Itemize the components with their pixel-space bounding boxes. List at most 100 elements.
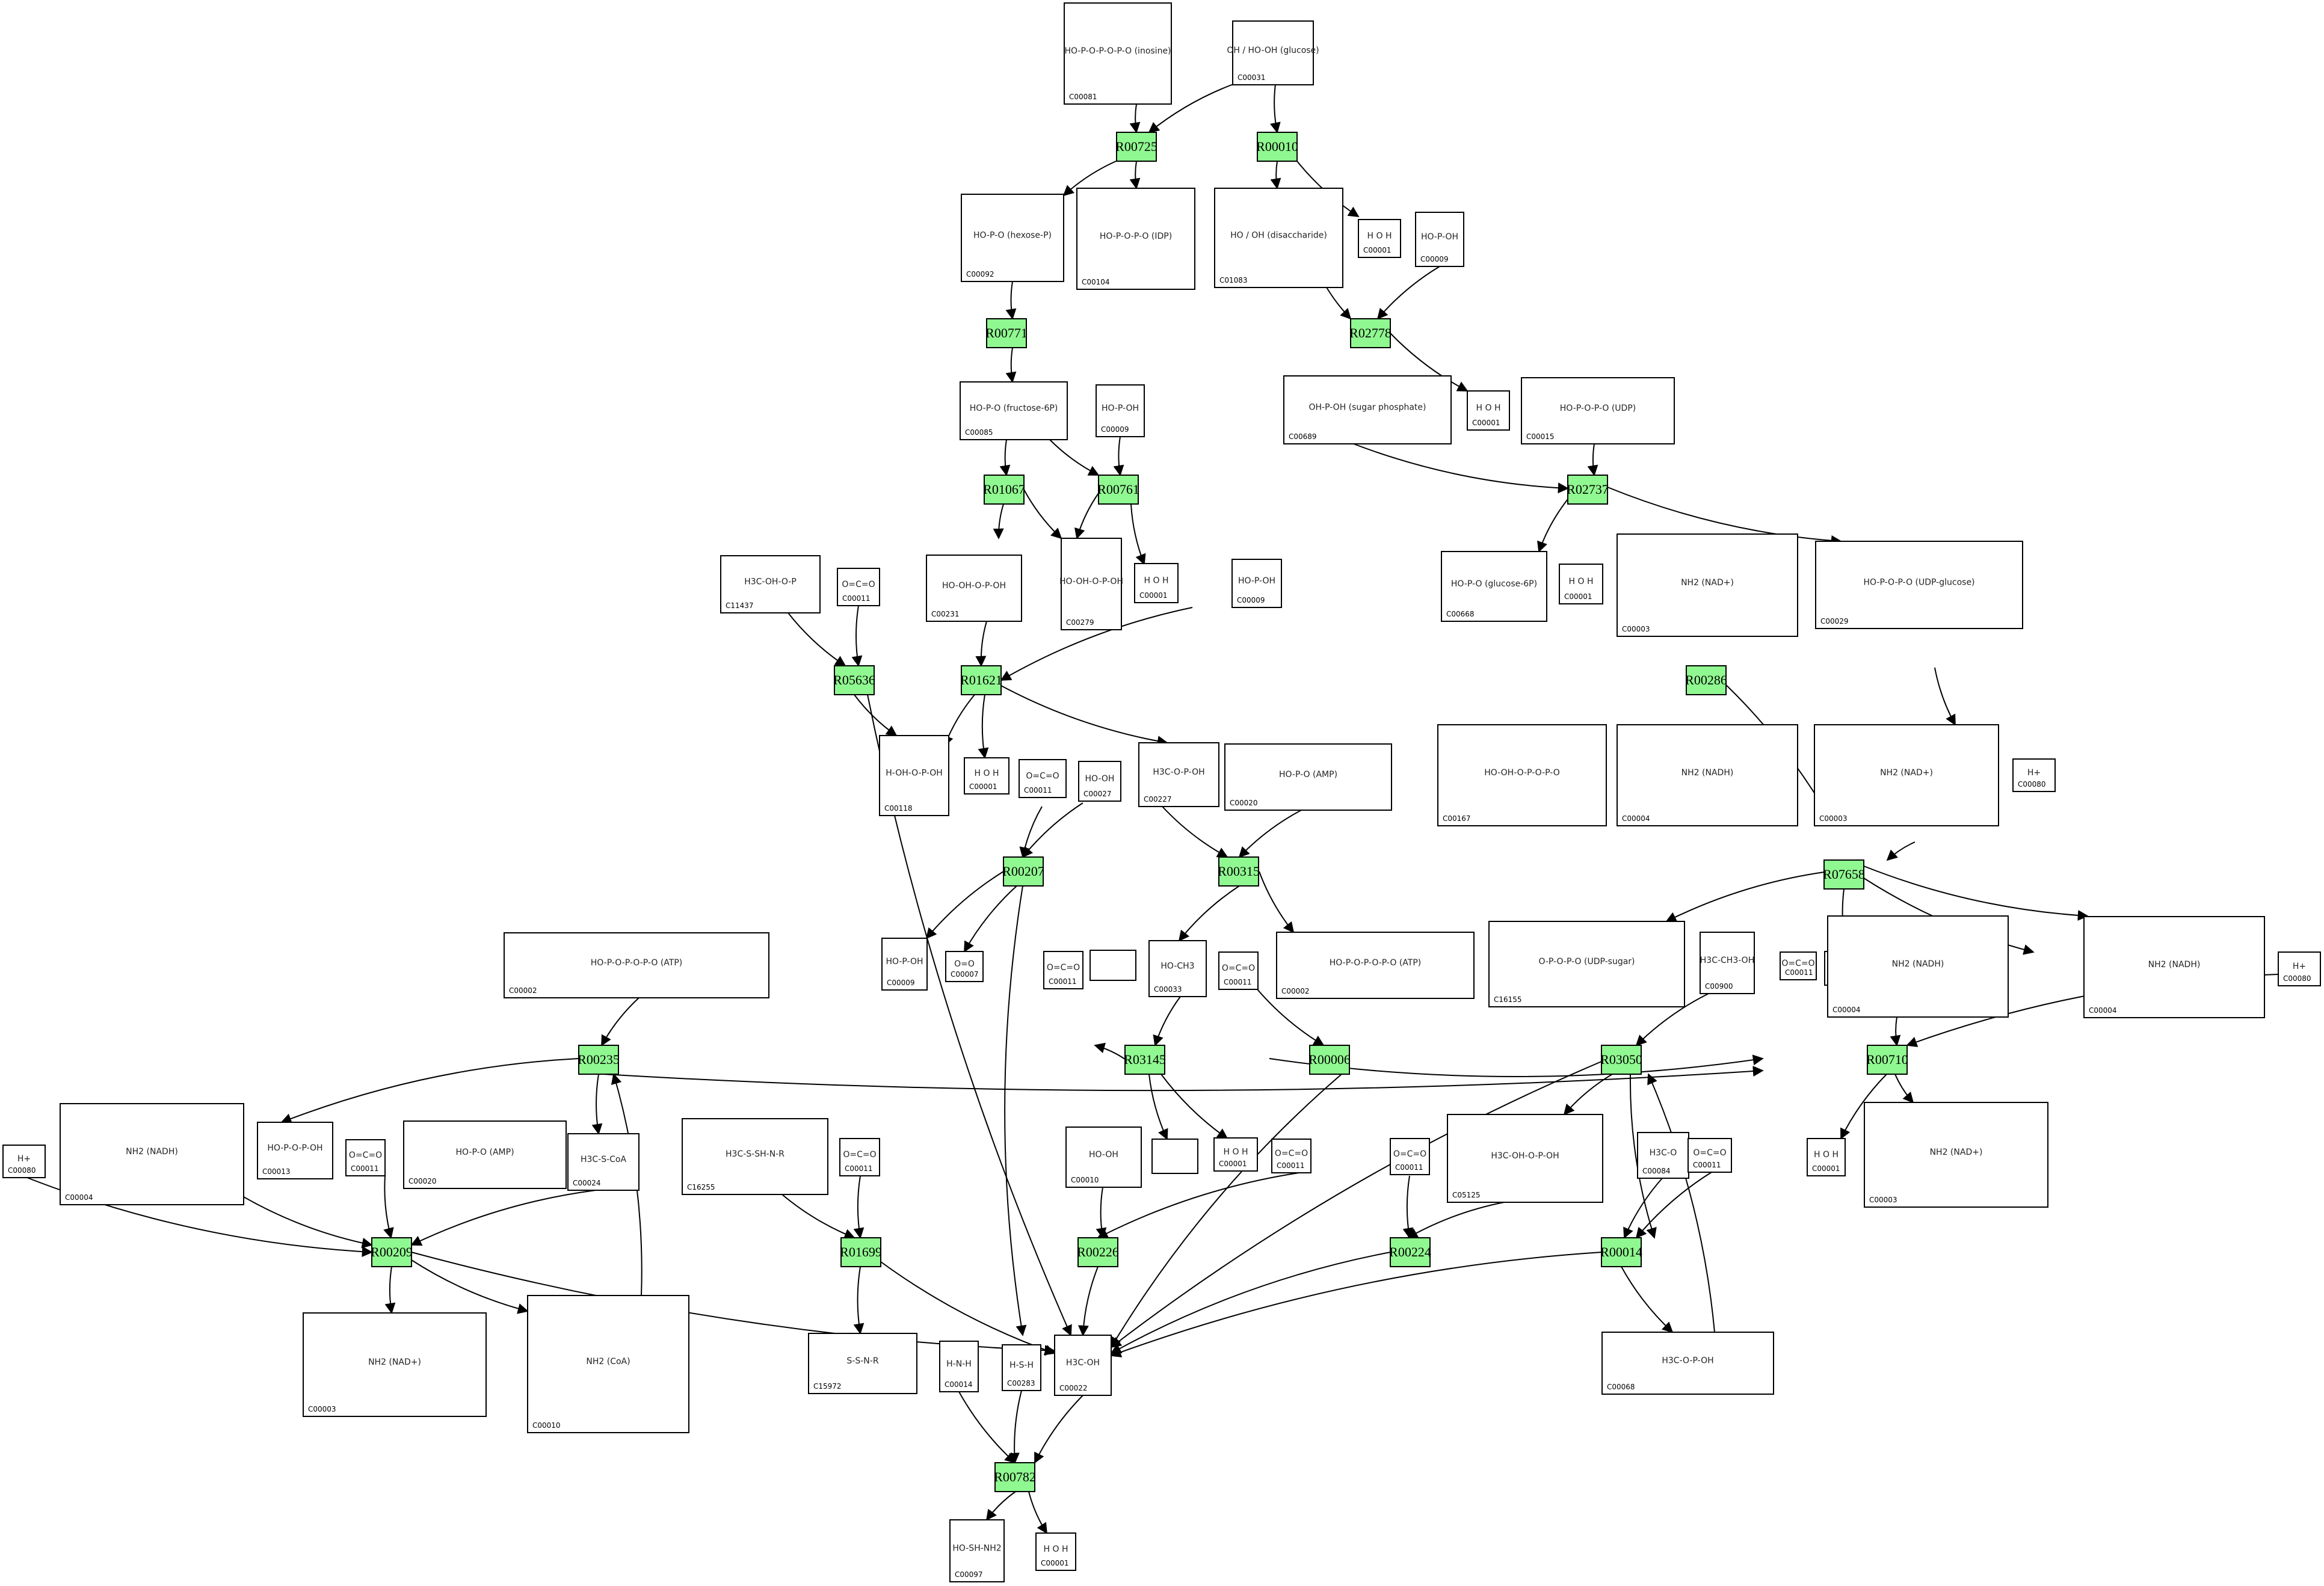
compound-node[interactable]: NH2 (NAD+)C00003 [1864,1102,2048,1208]
reaction-node[interactable]: R01621 [960,665,1002,695]
reaction-node[interactable]: R05636 [833,665,875,695]
reaction-node[interactable]: R00725 [1115,132,1157,162]
compound-node[interactable]: OH-P-OH (sugar phosphate)C00689 [1283,375,1452,444]
reaction-node[interactable]: R00315 [1218,856,1260,887]
reaction-node[interactable]: R00235 [578,1045,620,1075]
reaction-node[interactable]: R00226 [1077,1237,1119,1267]
compound-node[interactable]: HO-P-O-P-O-P-O (ATP)C00002 [504,932,769,998]
reaction-node[interactable]: R02778 [1349,318,1392,348]
reaction-node[interactable]: R02737 [1567,475,1609,505]
compound-node[interactable]: NH2 (NADH)C00004 [1827,915,2009,1018]
compound-node[interactable]: NH2 (NADH)C00004 [2083,916,2265,1018]
compound-node[interactable]: HO-P-O (AMP)C00020 [403,1120,567,1189]
compound-node[interactable]: O-P-O-P-O (UDP-sugar)C16155 [1488,921,1685,1007]
compound-node[interactable]: HO-P-O-P-O (UDP)C00015 [1521,377,1675,444]
reaction-node[interactable]: R00286 [1685,665,1727,695]
reaction-node[interactable]: R00771 [985,318,1028,348]
compound-node[interactable]: OH / HO-OH (glucose)C00031 [1227,20,1319,85]
reaction-node[interactable]: R03050 [1600,1045,1642,1075]
compound-node[interactable]: H+C00080 [2,1145,46,1178]
reaction-box [1116,132,1157,162]
reaction-node[interactable]: R00207 [1002,856,1044,887]
compound-id: C00092 [966,270,994,278]
compound-node[interactable]: HO-P-O (hexose-P)C00092 [961,194,1064,282]
compound-node[interactable]: NH2 (NADH)C00004 [60,1103,244,1205]
compound-node[interactable]: NH2 (NAD+)C00003 [303,1312,487,1417]
reaction-node[interactable]: R01067 [983,475,1025,505]
reaction-node[interactable]: R00209 [371,1237,413,1267]
reaction-node[interactable]: R00224 [1389,1237,1431,1267]
compound-node[interactable]: HO-P-O-P-O (IDP)C00104 [1076,188,1195,290]
reaction-node[interactable]: R03145 [1124,1045,1166,1075]
empty-compound-box[interactable] [1151,1139,1198,1174]
compound-node[interactable]: HO-P-O-P-O-P-O (ATP)C00002 [1276,932,1475,999]
compound-node[interactable]: HO-P-O-P-O (UDP-glucose)C00029 [1815,541,2023,629]
reaction-node[interactable]: R00014 [1600,1237,1642,1267]
reaction-node[interactable]: R00782 [994,1462,1036,1492]
compound-node[interactable]: NH2 (CoA)C00010 [527,1295,689,1433]
reaction-node[interactable]: R07658 [1823,859,1865,890]
compound-node[interactable]: HO-P-O (fructose-6P)C00085 [960,381,1068,440]
compound-node[interactable]: HO / OH (disaccharide)C01083 [1214,188,1343,288]
compound-node[interactable]: HO-P-O-P-O-P-O (inosine)C00081 [1064,2,1172,105]
compound-node[interactable]: HO-P-O (AMP)C00020 [1224,743,1392,811]
reaction-node[interactable]: R00761 [1097,475,1139,505]
compound-node[interactable]: H+C00080 [2012,758,2056,792]
compound-node[interactable]: H+C00080 [2278,951,2321,986]
reaction-node[interactable]: R00006 [1308,1045,1351,1075]
compound-box [2,1145,46,1178]
compound-node[interactable]: HO-P-O (glucose-6P)C00668 [1441,551,1547,622]
reaction-node[interactable]: R01699 [840,1237,882,1267]
compound-node[interactable]: NH2 (NAD+)C00003 [1617,533,1798,637]
compound-node[interactable]: NH2 (NAD+)C00003 [1814,724,1999,826]
reaction-node[interactable]: R00710 [1866,1045,1908,1075]
compound-node[interactable]: NH2 (NADH)C00004 [1617,724,1798,826]
empty-compound-box[interactable] [1090,950,1136,981]
reaction-node[interactable]: R00010 [1256,132,1298,162]
